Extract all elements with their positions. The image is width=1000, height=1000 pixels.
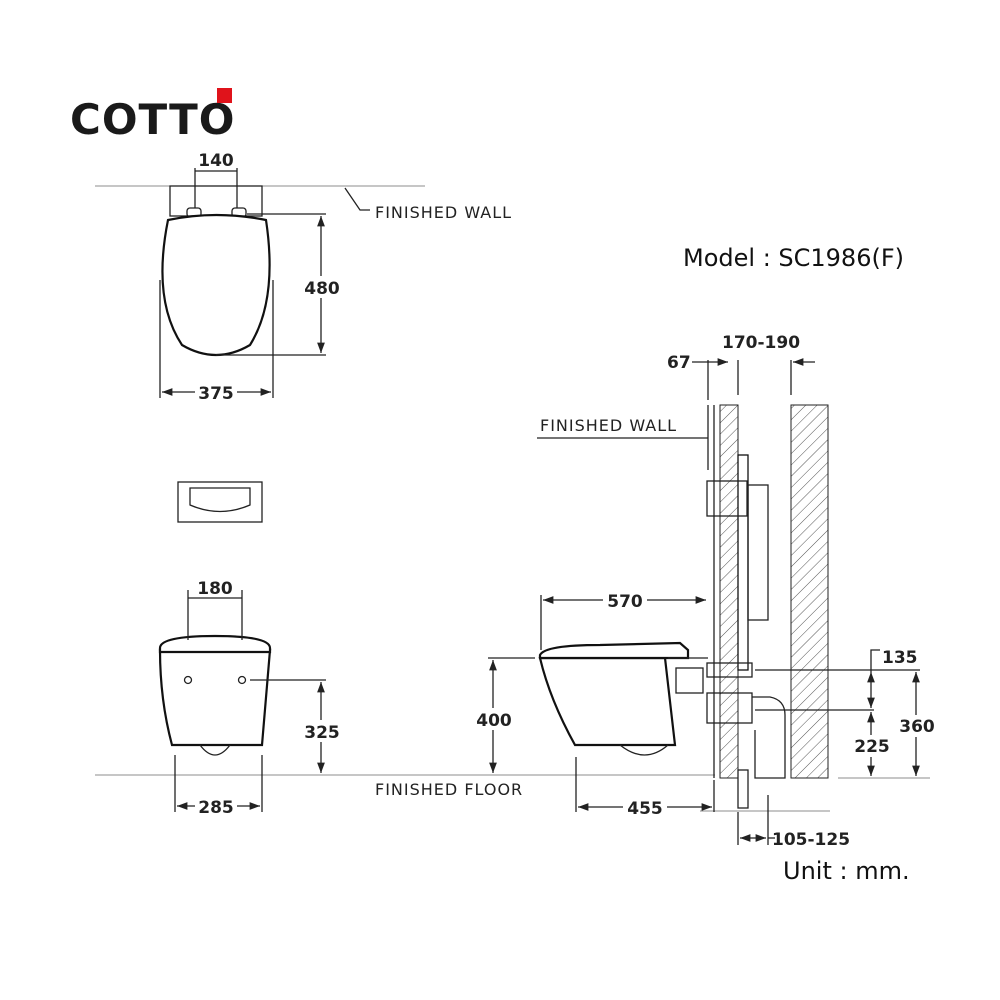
dim-base-width: 285 [198,798,234,818]
dim-depth: 480 [304,279,340,299]
logo-red-square [217,88,232,103]
dim-finished-wall-thickness: 67 [667,353,691,373]
dim-outlet-offset: 105-125 [772,830,850,850]
dim-inlet-height: 360 [899,717,935,737]
unit-label: Unit : mm. [783,857,910,885]
label-finished-wall-side: FINISHED WALL [540,416,677,435]
front-view: 180 325 285 FINISHED FLOOR [95,579,715,818]
top-view: 140 480 375 FINISHED WALL [95,151,512,404]
bowl-outline-side [538,656,677,747]
side-view: 67 170-190 FINISHED WALL 570 400 455 135… [472,333,940,850]
label-finished-wall-top: FINISHED WALL [375,203,512,222]
dim-outlet-height: 225 [854,737,890,757]
dim-base-length: 455 [627,799,663,819]
dim-width: 375 [198,384,234,404]
dim-inlet-offset: 135 [882,648,918,668]
dim-hinge-spacing: 140 [198,151,234,171]
dim-length: 570 [607,592,643,612]
label-finished-floor: FINISHED FLOOR [375,780,523,799]
flush-plate [177,481,263,523]
dim-hole-spacing: 180 [197,579,233,599]
model-label: Model : SC1986(F) [683,244,904,272]
logo-text: COTTO [70,95,236,144]
dim-hole-height: 325 [304,723,340,743]
bowl-outline-front [158,648,272,747]
dim-frame-depth: 170-190 [722,333,800,353]
dim-rim-height: 400 [476,711,512,731]
cotto-logo: COTTO [70,88,236,144]
seat-outline-top [161,213,271,356]
